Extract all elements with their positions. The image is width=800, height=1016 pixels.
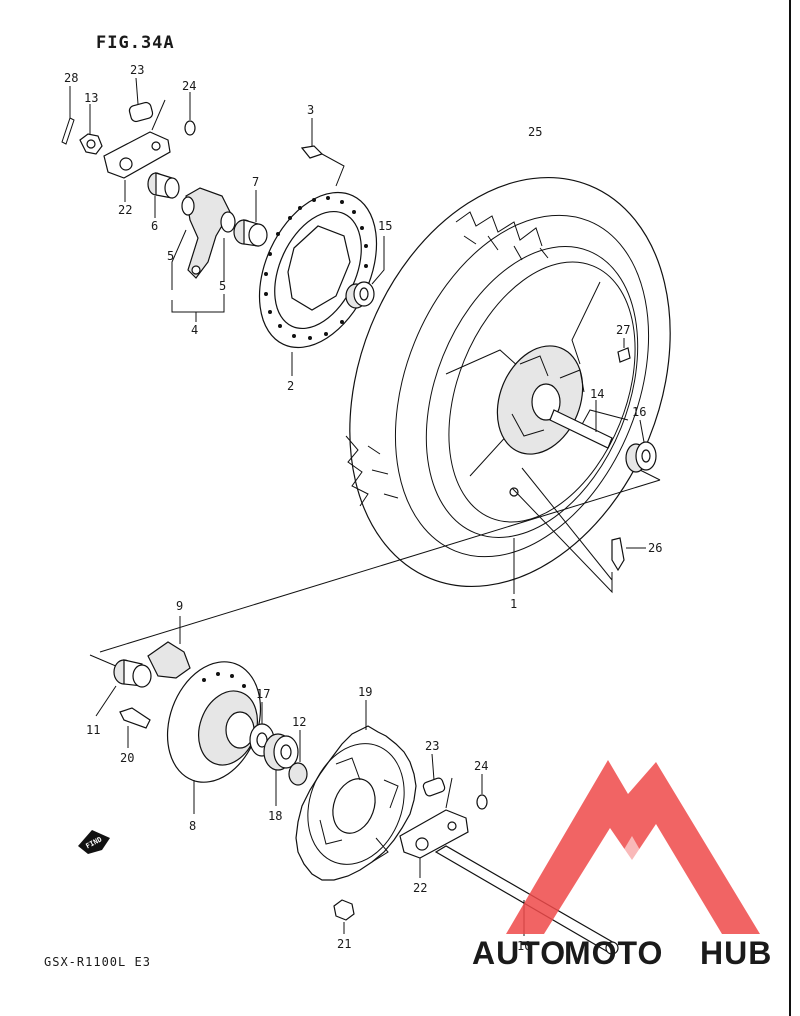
brake-disc xyxy=(258,191,378,349)
callout-15: 15 xyxy=(378,219,392,233)
callout-5b: 5 xyxy=(219,279,226,293)
find-arrow-badge: FIND xyxy=(78,830,110,854)
upper-assembly xyxy=(61,77,385,376)
callout-12: 12 xyxy=(292,715,306,729)
callout-19: 19 xyxy=(358,685,372,699)
svg-text:AUTO: AUTO xyxy=(472,935,566,971)
callout-23b: 23 xyxy=(425,739,439,753)
callout-9: 9 xyxy=(176,599,183,613)
watermark-text: AUTO MOTO HUB xyxy=(472,935,772,971)
svg-text:HUB: HUB xyxy=(700,935,772,971)
callout-8: 8 xyxy=(189,819,196,833)
svg-text:MOTO: MOTO xyxy=(564,935,663,971)
watermark-logo xyxy=(506,760,760,934)
callout-28: 28 xyxy=(64,71,78,85)
callout-6: 6 xyxy=(151,219,158,233)
callout-13: 13 xyxy=(84,91,98,105)
figure-title: FIG.34A xyxy=(96,33,175,53)
callout-1: 1 xyxy=(510,597,517,611)
rear-sprocket xyxy=(295,725,417,881)
callout-5a: 5 xyxy=(167,249,174,263)
callout-2: 2 xyxy=(287,379,294,393)
callout-labels: 28 13 23 24 22 6 3 7 5 5 4 15 2 25 27 14… xyxy=(64,63,662,953)
callout-23: 23 xyxy=(130,63,144,77)
callout-21: 21 xyxy=(337,937,351,951)
callout-14: 14 xyxy=(590,387,604,401)
callout-7: 7 xyxy=(252,175,259,189)
callout-18: 18 xyxy=(268,809,282,823)
callout-3: 3 xyxy=(307,103,314,117)
callout-22b: 22 xyxy=(413,881,427,895)
lower-assembly xyxy=(95,616,619,955)
callout-25: 25 xyxy=(528,125,542,139)
callout-4: 4 xyxy=(191,323,198,337)
callout-22: 22 xyxy=(118,203,132,217)
callout-24: 24 xyxy=(182,79,196,93)
callout-20: 20 xyxy=(120,751,134,765)
logo-mark-icon xyxy=(506,760,760,934)
callout-16: 16 xyxy=(632,405,646,419)
model-code: GSX-R1100L E3 xyxy=(44,955,151,969)
callout-24b: 24 xyxy=(474,759,488,773)
callout-17: 17 xyxy=(256,687,270,701)
callout-26: 26 xyxy=(648,541,662,555)
callout-10: 10 xyxy=(517,939,531,953)
callout-11: 11 xyxy=(86,723,100,737)
rear-wheel xyxy=(345,176,671,588)
callout-27: 27 xyxy=(616,323,630,337)
